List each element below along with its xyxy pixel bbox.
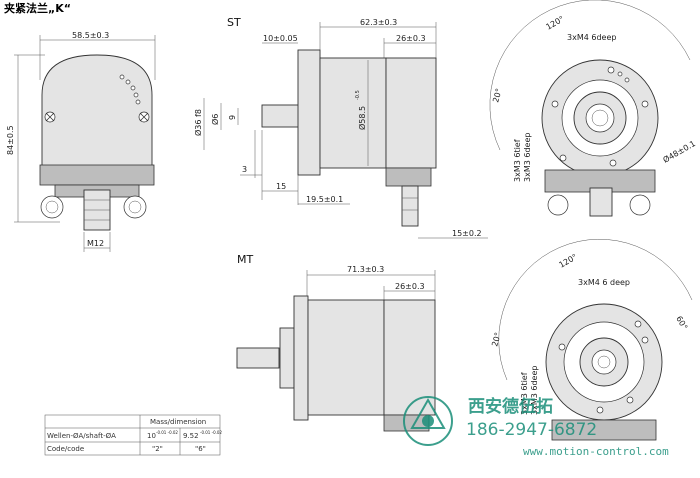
table-row1-v2-tol: -0.01 -0.02 <box>200 430 222 435</box>
st-shaft-9-dim: 9 <box>228 115 237 120</box>
table-row1-v1: 10 <box>147 432 156 440</box>
mt-rear-view: 120° 3xM4 6 deep 60° 20° 3xM3 6tief 3xM3… <box>490 238 693 441</box>
st-rear-angle20: 20° <box>491 87 503 103</box>
mt-body-dim: 26±0.3 <box>395 282 425 291</box>
watermark-company: 西安德伍拓 <box>468 396 553 417</box>
table-row2-label: Code/code <box>47 445 84 453</box>
front-view: 58.5±0.3 84±0.5 M12 <box>6 31 156 252</box>
mt-side-view: 71.3±0.3 26±0.3 <box>236 265 436 432</box>
table-row1-label: Wellen-ØA/shaft-ØA <box>47 432 116 440</box>
table-row1-v1-tol: -0.01 -0.02 <box>156 430 178 435</box>
st-rear-holes: 3xM4 6deep <box>567 33 616 42</box>
front-width-dim: 58.5±0.3 <box>72 31 109 40</box>
st-body-d-tol: -0.5 <box>355 90 361 100</box>
st-dim-3: 3 <box>242 165 247 174</box>
table-row2-v1: "2" <box>152 445 163 453</box>
table-row2-v2: "6" <box>195 445 206 453</box>
st-flange-dim: 10±0.05 <box>263 34 298 43</box>
st-dim-152: 15±0.2 <box>452 229 482 238</box>
st-rear-m3a: 3xM3 6tief <box>513 139 522 182</box>
st-body-d-dim: Ø58.5 <box>357 106 367 130</box>
watermark-phone: 186-2947-6872 <box>466 420 597 440</box>
front-height-dim: 84±0.5 <box>6 125 15 155</box>
table-header: Mass/dimension <box>150 418 206 426</box>
st-label: ST <box>227 16 241 29</box>
mt-rear-angle60: 60° <box>674 315 689 332</box>
mt-rear-angle20: 20° <box>490 331 502 347</box>
drawing-title: 夹紧法兰„K“ <box>4 1 71 15</box>
watermark-url: www.motion-control.com <box>523 445 669 458</box>
st-shaft-d-dim: Ø36 f8 <box>193 109 203 136</box>
st-rear-m3b: 3xM3 6deep <box>523 133 532 182</box>
st-rear-view: 120° 3xM4 6deep 20° 3xM3 6tief 3xM3 6dee… <box>489 0 697 217</box>
st-shaft-small-dim: Ø6 <box>210 114 220 125</box>
st-body-dim: 26±0.3 <box>396 34 426 43</box>
st-total-dim: 62.3±0.3 <box>360 18 397 27</box>
st-dim-195: 19.5±0.1 <box>306 195 343 204</box>
st-dim-15: 15 <box>276 182 286 191</box>
dimension-table: Mass/dimension Wellen-ØA/shaft-ØA 10 -0.… <box>44 414 222 456</box>
mt-rear-m3b: 3xM3 6deep <box>530 366 539 415</box>
mt-rear-angle: 120° <box>558 252 579 269</box>
connector-dim: M12 <box>87 239 104 248</box>
table-row1-v2: 9.52 <box>183 432 199 440</box>
st-side-view: 62.3±0.3 10±0.05 26±0.3 Ø36 f8 Ø6 9 Ø58.… <box>193 18 488 239</box>
st-rear-angle: 120° <box>545 14 566 31</box>
mt-total-dim: 71.3±0.3 <box>347 265 384 274</box>
mt-label: MT <box>237 253 253 266</box>
watermark: 西安德伍拓 186-2947-6872 www.motion-control.c… <box>403 396 669 458</box>
st-rear-pcd: Ø48±0.1 <box>661 138 697 165</box>
mt-rear-holes: 3xM4 6 deep <box>578 278 630 287</box>
watermark-logo-icon <box>403 396 453 446</box>
mt-rear-m3a: 3xM3 6tief <box>520 372 529 415</box>
